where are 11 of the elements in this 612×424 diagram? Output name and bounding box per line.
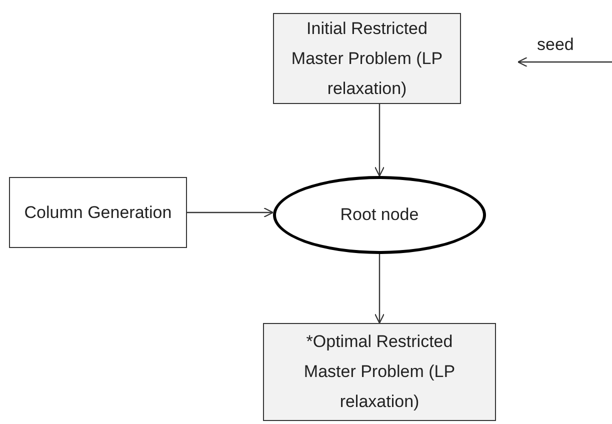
node-label: Root node xyxy=(339,204,420,226)
node-label: Initial Restricted Master Problem (LP relaxation) xyxy=(290,18,444,100)
input-label: seed xyxy=(537,34,574,56)
arrow xyxy=(374,104,385,177)
process-box xyxy=(9,177,187,248)
arrow xyxy=(187,207,274,218)
node-label: Column Generation xyxy=(23,202,173,224)
process-box xyxy=(263,323,496,421)
process-box xyxy=(273,13,461,104)
arrow xyxy=(374,254,385,324)
node-label: *Optimal Restricted Master Problem (LP relaxation) xyxy=(302,331,456,413)
